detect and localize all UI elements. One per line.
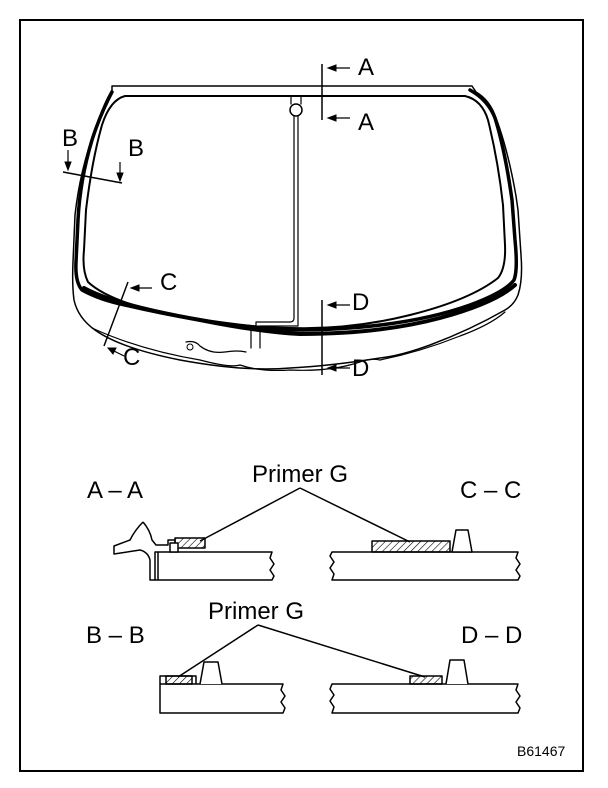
section-bb-detail [159,661,286,714]
callout-b-left: B [62,125,78,152]
outer-frame [19,19,584,772]
primer-area-dd [409,675,443,685]
callout-a-top: A [358,54,374,81]
section-title-aa: A – A [87,477,143,504]
section-aa-detail [113,521,275,581]
callout-c-bottom: C [123,344,140,371]
antenna-wire [250,115,299,349]
primer-label-lower: Primer G [208,598,304,625]
primer-area-cc [371,540,451,553]
callout-d-top: D [352,289,369,316]
section-line-b [62,150,124,184]
callout-a-bottom: A [358,109,374,136]
callout-b-right: B [128,135,144,162]
section-line-d [321,300,350,375]
section-title-bb: B – B [86,622,145,649]
figure-code: B61467 [517,743,565,759]
glass-outer-edge [71,85,523,370]
section-title-dd: D – D [461,622,522,649]
primer-leaders [177,487,426,678]
windshield [71,85,523,372]
bottom-edge [91,311,506,372]
section-title-cc: C – C [460,477,521,504]
callout-c-top: C [160,269,177,296]
section-line-c [103,281,152,357]
primer-area-aa [174,537,206,549]
primer-label-upper: Primer G [252,461,348,488]
section-dd-detail [329,659,521,714]
callout-d-bottom: D [352,355,369,382]
section-cc-detail [329,529,521,581]
mirror-mount-icon [289,103,303,117]
molding-outer [74,88,519,332]
lower-molding [82,283,517,336]
ceramic-boundary [82,95,507,330]
section-line-a [321,64,350,122]
